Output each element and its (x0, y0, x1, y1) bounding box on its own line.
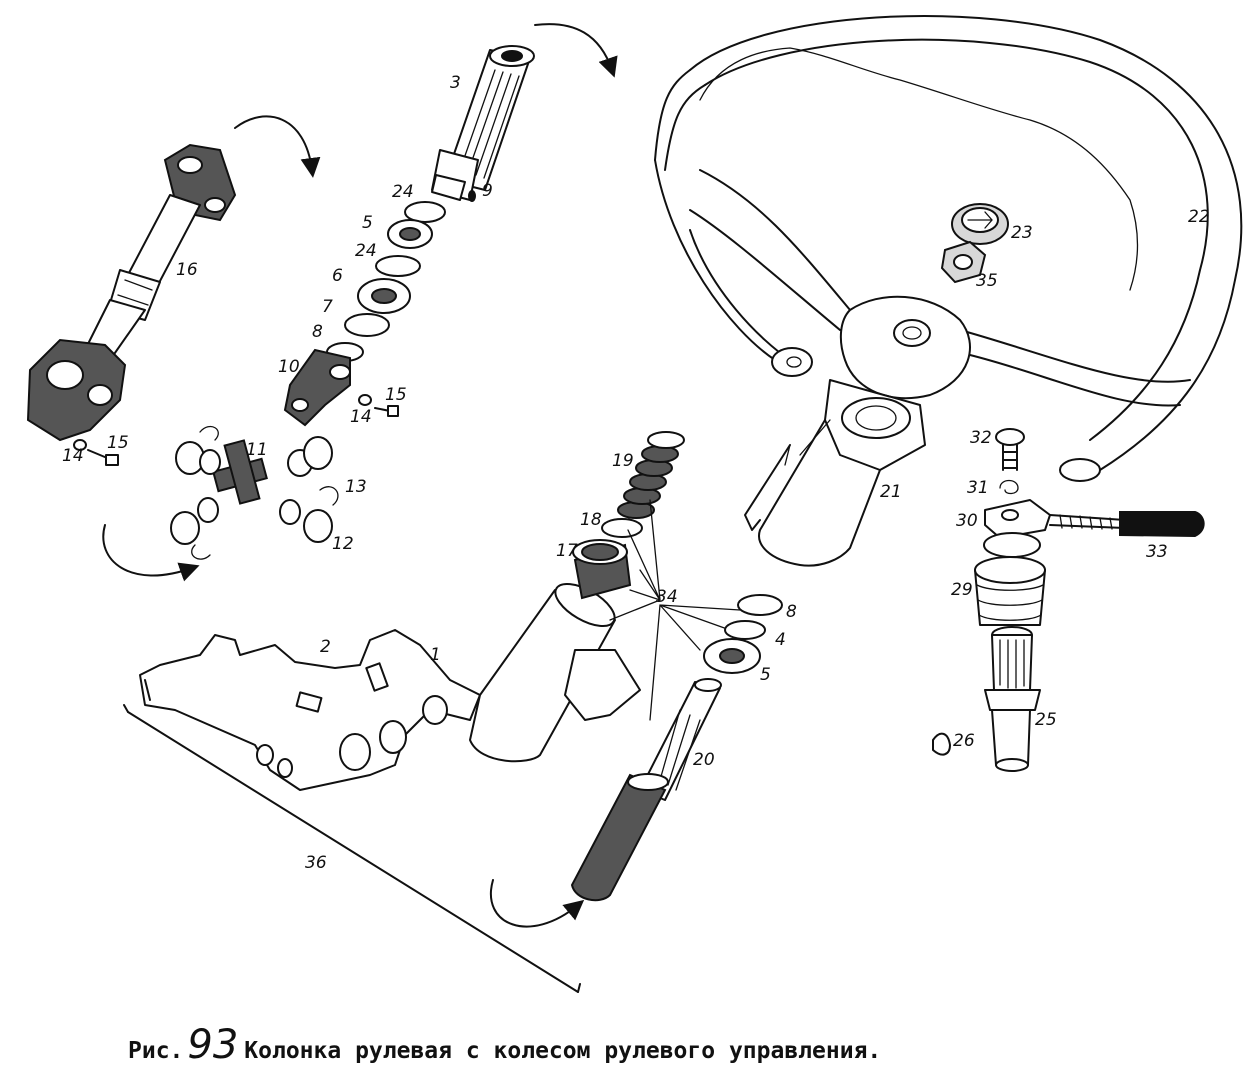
yoke-10 (283, 348, 351, 427)
callout-7: 7 (322, 297, 333, 317)
bearing-stack-lower (703, 594, 783, 674)
callout-6: 6 (332, 266, 343, 286)
callout-33: 33 (1146, 542, 1168, 562)
caption-title: Колонка рулевая с колесом рулевого управ… (244, 1038, 882, 1064)
callout-13: 13 (345, 477, 367, 497)
wheel-nut-23 (951, 203, 1009, 245)
callout-2: 2 (320, 637, 331, 657)
callout-3: 3 (450, 73, 461, 93)
bracket-dimension-line-36 (123, 704, 581, 993)
shaft-25 (984, 626, 1041, 772)
callout-35: 35 (976, 271, 998, 291)
callout-15a: 15 (385, 385, 407, 405)
callout-5b: 5 (760, 665, 771, 685)
housing-29 (974, 532, 1046, 626)
callout-24a: 24 (392, 182, 414, 202)
callout-4: 4 (775, 630, 786, 650)
leader-34 (609, 499, 741, 721)
callout-26: 26 (953, 731, 975, 751)
column-bracket (139, 629, 481, 791)
bolt-15-lower (73, 439, 119, 466)
callout-31: 31 (967, 478, 989, 498)
callout-30: 30 (956, 511, 978, 531)
callout-32: 32 (970, 428, 992, 448)
column-housing-21 (744, 379, 926, 567)
callout-1: 1 (430, 645, 441, 665)
lower-shaft-20 (570, 678, 722, 902)
bolt-15-upper (358, 394, 399, 417)
callout-23: 23 (1011, 223, 1033, 243)
ring-18 (601, 518, 643, 538)
wheel-nut-35 (940, 240, 987, 284)
callout-9: 9 (482, 181, 493, 201)
upper-shaft-3 (431, 45, 535, 202)
spring-19 (617, 431, 685, 519)
callout-14a: 14 (350, 407, 372, 427)
key-26 (932, 732, 951, 756)
callout-12: 12 (332, 534, 354, 554)
universal-joint-cross-11 (170, 425, 339, 560)
callout-29: 29 (951, 580, 973, 600)
caption-prefix: Рис. (128, 1038, 184, 1064)
bearing-stack-upper (326, 201, 446, 362)
callout-22: 22 (1188, 207, 1210, 227)
callout-36: 36 (305, 853, 327, 873)
rotation-arrows (102, 23, 618, 928)
callout-16: 16 (176, 260, 198, 280)
washer-31 (999, 479, 1019, 495)
callout-17: 17 (556, 541, 578, 561)
bearing-17 (572, 539, 632, 600)
callout-11: 11 (246, 440, 268, 460)
callout-20: 20 (693, 750, 715, 770)
callout-8a: 8 (312, 322, 323, 342)
callout-5a: 5 (362, 213, 373, 233)
steering-wheel (654, 15, 1243, 482)
lever-30 (984, 499, 1205, 539)
cardan-shaft-16 (26, 143, 237, 442)
screw-32 (995, 428, 1025, 471)
callout-14b: 14 (62, 446, 84, 466)
callout-18: 18 (580, 510, 602, 530)
callout-labels: 1 2 3 4 5 5 6 7 8 8 9 10 11 12 13 14 14 … (62, 73, 1210, 873)
callout-10: 10 (278, 357, 300, 377)
callout-15b: 15 (107, 433, 129, 453)
callout-19: 19 (612, 451, 634, 471)
callout-25: 25 (1035, 710, 1057, 730)
callout-8b: 8 (786, 602, 797, 622)
lower-tube (469, 583, 641, 763)
callout-24b: 24 (355, 241, 377, 261)
callout-21: 21 (880, 482, 902, 502)
figure-number: 93 (187, 1022, 239, 1068)
callout-34: 34 (656, 587, 678, 607)
